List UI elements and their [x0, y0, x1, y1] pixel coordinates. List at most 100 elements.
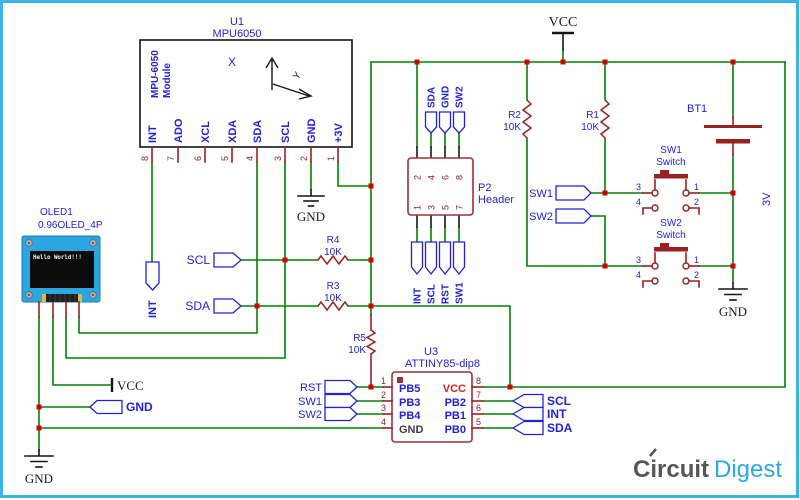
- sw2-pin3: 3: [636, 255, 641, 265]
- circuitdigest-logo: Circuit Digest: [633, 448, 782, 483]
- u3-pin1-marker: [397, 377, 403, 383]
- svg-text:2: 2: [299, 156, 309, 161]
- mpu-ref: U1: [230, 16, 244, 28]
- u3-pin-numbers: 1 2 3 4 8 7 6 5: [381, 376, 481, 427]
- sw1-ref: SW1: [660, 145, 682, 156]
- u3-pin-pb0: PB0: [445, 424, 466, 436]
- u3-value: ATTINY85-dip8: [405, 358, 480, 370]
- p2-header: SDA GND SW2 2 4 6 8 1 3 5 7: [407, 86, 514, 304]
- wires: [38, 49, 786, 451]
- mpu-body: [139, 39, 353, 148]
- svg-text:SW2: SW2: [455, 86, 466, 108]
- battery-bt1: BT1 3V GND: [687, 103, 773, 319]
- mpu-pin-numbers: 8 7 6 5 4 3 2 1: [140, 156, 336, 161]
- svg-text:6: 6: [193, 156, 203, 161]
- svg-text:4: 4: [427, 175, 437, 180]
- oled-screen: [30, 251, 94, 288]
- svg-text:GND: GND: [441, 86, 452, 108]
- bt1-ref: BT1: [687, 103, 707, 115]
- oled-display: OLED1 0.96OLED_4P Hello World!!!: [21, 207, 103, 318]
- svg-text:3: 3: [427, 205, 437, 210]
- gnd-net-connector: GND: [89, 399, 153, 415]
- svg-text:SW1: SW1: [455, 282, 466, 304]
- svg-text:GND: GND: [306, 119, 318, 144]
- p2-value: Header: [478, 194, 514, 206]
- svg-text:INT: INT: [547, 407, 567, 421]
- scl-net-label: SCL: [187, 253, 211, 267]
- svg-text:ADO: ADO: [173, 118, 185, 143]
- axis-arrows-icon: [265, 56, 313, 100]
- svg-text:7: 7: [455, 205, 465, 210]
- sw2-ref: SW2: [660, 218, 682, 229]
- u3-body: [391, 371, 473, 443]
- u3-pin-stubs: [382, 386, 484, 429]
- vcc-left-label: VCC: [117, 378, 144, 393]
- r1-ref: R1: [586, 110, 599, 121]
- oled-screw-icons: [25, 239, 97, 299]
- p2-body: [407, 157, 474, 216]
- svg-text:6: 6: [441, 175, 451, 180]
- logo-accent-mark: [649, 448, 657, 457]
- mpu-pin-names: INT ADO XCL XDA SDA SCL GND +3V: [147, 118, 345, 143]
- resistor-r2: R2 10K: [503, 99, 533, 139]
- scl-net-connector: SCL: [187, 252, 242, 268]
- r2-ref: R2: [508, 110, 521, 121]
- svg-text:4: 4: [381, 417, 386, 427]
- r4-ref: R4: [327, 235, 340, 246]
- svg-text:1: 1: [326, 156, 336, 161]
- u3-pin-gnd: GND: [399, 424, 424, 436]
- svg-text:SDA: SDA: [427, 87, 438, 108]
- svg-text:SCL: SCL: [280, 121, 292, 143]
- battery-plate-negative: [716, 139, 750, 144]
- svg-text:SCL: SCL: [427, 284, 438, 304]
- svg-text:4: 4: [245, 156, 255, 161]
- svg-text:+3V: +3V: [333, 122, 345, 143]
- svg-text:1: 1: [381, 376, 386, 386]
- oled-connector: [42, 294, 82, 302]
- r5-value: 10K: [348, 345, 366, 356]
- oled-ref: OLED1: [40, 207, 73, 218]
- sw1-net-label: SW1: [529, 188, 553, 200]
- sw1-net-connector: SW1: [529, 185, 592, 201]
- u3-pin-pb4: PB4: [399, 410, 421, 422]
- sw2-symbol: [642, 243, 700, 288]
- svg-text:INT: INT: [413, 288, 424, 304]
- svg-text:7: 7: [166, 156, 176, 161]
- sw1-pin1: 1: [694, 182, 699, 192]
- svg-text:3: 3: [381, 403, 386, 413]
- p2-pin-stubs: [416, 146, 460, 228]
- u3-pin-pb5: PB5: [399, 383, 420, 395]
- mpu-module-text-2: Module: [162, 63, 173, 98]
- mpu-module-text-1: MPU-6050: [150, 50, 161, 98]
- svg-text:INT: INT: [147, 125, 159, 143]
- svg-text:5: 5: [476, 417, 481, 427]
- svg-text:RST: RST: [441, 284, 452, 304]
- vcc-left-flag: VCC: [110, 378, 144, 393]
- resistor-r4: R4 10K: [317, 235, 349, 266]
- svg-text:7: 7: [476, 390, 481, 400]
- gnd-net-label: GND: [126, 400, 153, 414]
- junction-dots: [36, 59, 736, 431]
- u3-right-net-connectors: SCL INT SDA: [511, 393, 573, 436]
- sw1-pin2: 2: [694, 197, 699, 207]
- oled-value: 0.96OLED_4P: [38, 220, 103, 231]
- sw1-pin3: 3: [636, 182, 641, 192]
- oled-screen-text: Hello World!!!: [33, 255, 82, 261]
- svg-text:1: 1: [413, 205, 423, 210]
- gnd-bottom-left-label: GND: [25, 471, 53, 486]
- svg-text:2: 2: [381, 390, 386, 400]
- r4-value: 10K: [324, 247, 342, 258]
- r3-value: 10K: [324, 293, 342, 304]
- svg-text:SW1: SW1: [298, 396, 322, 408]
- sw2-pin2: 2: [694, 270, 699, 280]
- p2-pin-numbers: 2 4 6 8 1 3 5 7: [413, 175, 465, 210]
- mpu-axis-x-label: X: [228, 55, 236, 69]
- battery-gnd-label: GND: [719, 304, 747, 319]
- svg-text:SDA: SDA: [547, 421, 573, 435]
- svg-text:XCL: XCL: [200, 121, 212, 143]
- svg-text:8: 8: [455, 175, 465, 180]
- u3-pin-pb1: PB1: [445, 410, 466, 422]
- attiny85-chip: U3 ATTINY85-dip8 PB5 PB3 PB4 GND VCC PB2…: [298, 346, 573, 443]
- mpu-value: MPU6050: [213, 28, 262, 40]
- vcc-top-label: VCC: [549, 15, 578, 30]
